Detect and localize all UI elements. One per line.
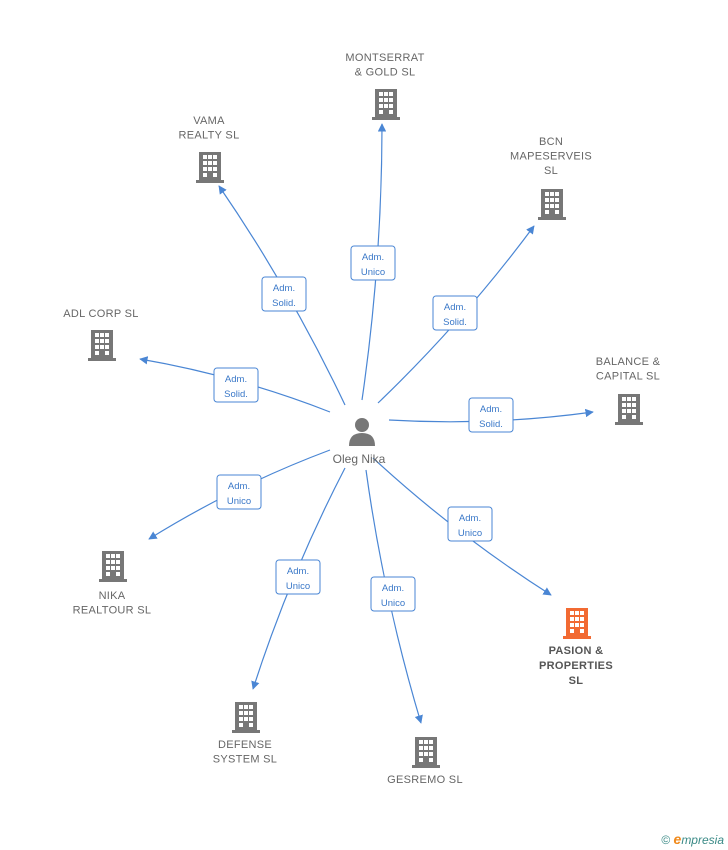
building-icon	[563, 608, 591, 639]
role-label-box	[216, 474, 262, 510]
company-name-line: PASION &	[549, 645, 604, 657]
company-name-line: NIKA	[99, 590, 126, 602]
role-label-nika[interactable]: Adm. Unico	[216, 474, 262, 510]
company-node-montserrat[interactable]: MONTSERRAT & GOLD SL	[345, 52, 424, 120]
building-icon	[88, 330, 116, 361]
role-label-box	[213, 367, 259, 403]
role-label-line: Adm.	[287, 566, 309, 577]
role-label-line: Adm.	[382, 583, 404, 594]
role-label-line: Solid.	[479, 419, 503, 430]
role-label-box	[370, 576, 416, 612]
copyright-icon: ©	[661, 833, 671, 847]
role-label-line: Adm.	[228, 481, 250, 492]
role-label-box	[468, 397, 514, 433]
role-label-line: Unico	[381, 598, 405, 609]
company-name-line: DEFENSE	[218, 739, 272, 751]
role-label-line: Unico	[286, 581, 310, 592]
role-label-line: Solid.	[443, 317, 467, 328]
company-name-line: BCN	[539, 136, 563, 148]
role-label-line: Adm.	[225, 374, 247, 385]
company-node-adl[interactable]: ADL CORP SL	[63, 308, 138, 361]
building-icon	[196, 152, 224, 183]
role-label-line: Unico	[361, 267, 385, 278]
building-icon	[412, 737, 440, 768]
role-label-line: Adm.	[459, 513, 481, 524]
building-icon	[372, 89, 400, 120]
building-icon	[538, 189, 566, 220]
company-node-vama[interactable]: VAMA REALTY SL	[179, 115, 240, 183]
building-icon	[232, 702, 260, 733]
role-label-defense[interactable]: Adm. Unico	[275, 559, 321, 595]
role-label-montserrat[interactable]: Adm. Unico	[350, 245, 396, 281]
role-label-gesremo[interactable]: Adm. Unico	[370, 576, 416, 612]
company-name-line: MAPESERVEIS	[510, 151, 592, 163]
company-name-line: VAMA	[193, 115, 225, 127]
role-label-line: Unico	[458, 528, 482, 539]
center-name: Oleg Nika	[333, 452, 386, 466]
building-icon	[99, 551, 127, 582]
role-label-adl[interactable]: Adm. Solid.	[213, 367, 259, 403]
role-label-line: Adm.	[480, 404, 502, 415]
company-node-nika[interactable]: NIKA REALTOUR SL	[73, 551, 152, 617]
company-name-line: GESREMO SL	[387, 774, 463, 786]
role-label-box	[350, 245, 396, 281]
building-icon	[615, 394, 643, 425]
role-label-box	[275, 559, 321, 595]
company-node-bcn[interactable]: BCN MAPESERVEIS SL	[510, 136, 592, 220]
role-label-line: Solid.	[224, 389, 248, 400]
brand-watermark: © empresia	[661, 831, 724, 847]
role-label-box	[447, 506, 493, 542]
center-node[interactable]: Oleg Nika	[333, 418, 386, 466]
company-name-line: SYSTEM SL	[213, 754, 277, 766]
role-label-line: Unico	[227, 496, 251, 507]
company-name-line: PROPERTIES	[539, 660, 613, 672]
company-name-line: ADL CORP SL	[63, 308, 138, 320]
company-name-line: REALTOUR SL	[73, 605, 152, 617]
company-name-line: & GOLD SL	[355, 67, 416, 79]
role-label-line: Adm.	[444, 302, 466, 313]
company-name-line: REALTY SL	[179, 130, 240, 142]
role-label-pasion[interactable]: Adm. Unico	[447, 506, 493, 542]
role-label-balance[interactable]: Adm. Solid.	[468, 397, 514, 433]
role-label-line: Adm.	[362, 252, 384, 263]
company-name-line: CAPITAL SL	[596, 371, 660, 383]
role-label-box	[432, 295, 478, 331]
person-icon	[349, 418, 375, 446]
role-label-line: Adm.	[273, 283, 295, 294]
company-name-line: SL	[569, 675, 584, 687]
company-node-defense[interactable]: DEFENSE SYSTEM SL	[213, 702, 277, 766]
brand-initial: e	[673, 831, 682, 847]
company-node-balance[interactable]: BALANCE & CAPITAL SL	[596, 356, 661, 425]
company-node-pasion[interactable]: PASION & PROPERTIES SL	[539, 608, 613, 687]
company-node-gesremo[interactable]: GESREMO SL	[387, 737, 463, 786]
role-label-vama[interactable]: Adm. Solid.	[261, 276, 307, 312]
brand-name: mpresia	[681, 833, 724, 847]
company-name-line: SL	[544, 165, 558, 177]
company-name-line: MONTSERRAT	[345, 52, 424, 64]
role-label-bcn[interactable]: Adm. Solid.	[432, 295, 478, 331]
role-label-box	[261, 276, 307, 312]
role-label-line: Solid.	[272, 298, 296, 309]
company-name-line: BALANCE &	[596, 356, 661, 368]
